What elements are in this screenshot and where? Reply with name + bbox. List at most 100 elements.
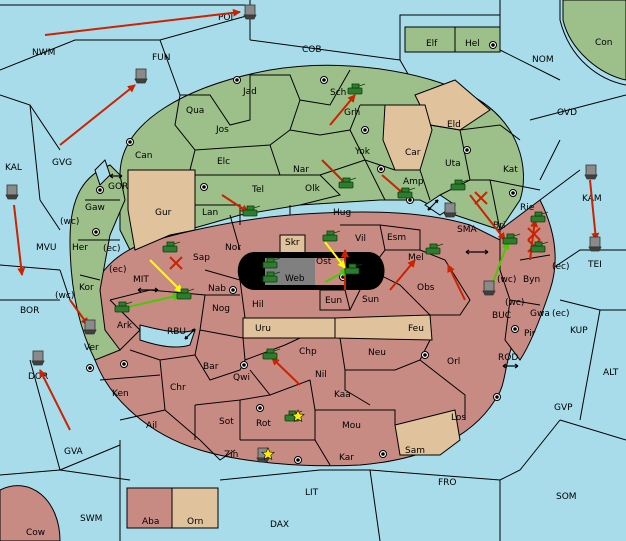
supply-center-icon xyxy=(463,146,471,154)
army-unit-icon xyxy=(176,288,195,300)
land-label-can: Can xyxy=(135,151,153,161)
land-label-chp: Chp xyxy=(299,347,317,357)
supply-center-icon xyxy=(96,186,104,194)
coast-label-kor-wc: (wc) xyxy=(55,291,74,301)
fleet-unit-icon xyxy=(31,350,45,366)
fleet-unit-icon xyxy=(482,280,496,296)
land-labels: Elf Hel Jad Qua Sch Grh Jos Eld Can Yok … xyxy=(72,39,550,527)
army-unit-icon xyxy=(397,187,416,199)
sea-label-gvg: GVG xyxy=(52,158,72,168)
land-label-ken: Ken xyxy=(112,389,129,399)
coast-label-gwa-ec: (ec) xyxy=(552,309,570,319)
sea-label-rbu: RBU xyxy=(167,327,186,337)
land-label-sot: Sot xyxy=(219,417,234,427)
sea-label-alt: ALT xyxy=(603,368,619,378)
land-label-nab: Nab xyxy=(208,284,226,294)
sea-label-fro: FRO xyxy=(438,478,457,488)
land-label-eld: Eld xyxy=(447,120,461,130)
land-label-rot: Rot xyxy=(256,419,271,429)
land-label-ark: Ark xyxy=(117,321,133,331)
land-label-kaa: Kaa xyxy=(334,390,351,400)
land-label-jad: Jad xyxy=(242,87,257,97)
land-label-byn: Byn xyxy=(523,275,540,285)
passage-gor-icon xyxy=(109,173,123,179)
sea-label-sma: SMA xyxy=(457,225,477,235)
sea-label-mit: MIT xyxy=(133,275,149,285)
south-province-borders xyxy=(99,224,551,466)
cross-icon xyxy=(169,256,183,270)
land-label-car: Car xyxy=(405,148,421,158)
land-label-hel: Hel xyxy=(465,39,480,49)
land-label-mel: Mel xyxy=(408,253,424,263)
land-label-elc: Elc xyxy=(217,157,230,167)
land-label-mou: Mou xyxy=(342,421,361,431)
land-label-skr: Skr xyxy=(285,238,300,248)
land-label-grh: Grh xyxy=(344,108,360,118)
sea-labels: POI NWM FUN COB NOM Con OVD KAL GVG GOR … xyxy=(5,13,619,538)
land-label-sun: Sun xyxy=(362,295,379,305)
army-unit-icon xyxy=(262,271,281,283)
land-label-nil: Nil xyxy=(315,370,327,380)
passage-markers xyxy=(109,173,519,369)
army-unit-icon xyxy=(322,230,341,242)
sea-label-nwm: NWM xyxy=(32,48,55,58)
supply-center-icon xyxy=(92,228,100,236)
sea-label-tei: TEI xyxy=(587,260,602,270)
land-label-vil: Vil xyxy=(355,234,366,244)
land-label-kor: Kor xyxy=(79,283,94,293)
sea-label-kup: KUP xyxy=(570,326,588,336)
land-label-hug: Hug xyxy=(333,208,351,218)
land-label-orn: Orn xyxy=(187,517,203,527)
fleet-unit-icon xyxy=(134,68,148,84)
land-label-obs: Obs xyxy=(417,283,435,293)
sea-label-bor: BOR xyxy=(20,306,39,316)
supply-center-icon xyxy=(240,361,248,369)
sea-label-ovd: OVD xyxy=(557,108,577,118)
sea-label-gor: GOR xyxy=(108,182,128,192)
land-label-nar: Nar xyxy=(293,165,309,175)
sea-label-nom: NOM xyxy=(532,55,554,65)
land-label-gaw: Gaw xyxy=(85,203,105,213)
army-unit-icon xyxy=(344,263,363,275)
army-unit-icon xyxy=(530,241,549,253)
army-unit-icon xyxy=(242,205,261,217)
coast-label-kor-ec: (ec) xyxy=(109,265,127,275)
army-unit-icon xyxy=(262,257,281,269)
passage-sma-icon xyxy=(427,199,439,211)
sea-label-mvu: MVU xyxy=(36,243,57,253)
supply-center-icon xyxy=(489,41,497,49)
neutral-provinces xyxy=(127,79,491,529)
land-label-kat: Kat xyxy=(503,165,518,175)
fleet-unit-icon xyxy=(5,184,19,200)
land-label-neu: Neu xyxy=(368,348,386,358)
supply-center-icon xyxy=(379,450,387,458)
passage-rbu-icon xyxy=(184,328,196,340)
supply-center-icon xyxy=(200,183,208,191)
land-label-gwa: Gwa xyxy=(530,309,550,319)
passage-bri-icon xyxy=(465,249,489,255)
land-label-nog: Nog xyxy=(212,304,230,314)
army-unit-icon xyxy=(530,211,549,223)
fleet-unit-icon xyxy=(584,164,598,180)
army-unit-icon xyxy=(347,83,366,95)
sea-label-rod: ROD xyxy=(498,353,518,363)
sea-label-som: SOM xyxy=(556,492,577,502)
supply-center-icon xyxy=(229,286,237,294)
land-label-lan: Lan xyxy=(202,208,218,218)
land-label-los: Los xyxy=(451,413,466,423)
star-icon xyxy=(291,409,305,423)
land-label-jos: Jos xyxy=(215,125,229,135)
fleet-unit-icon xyxy=(83,319,97,335)
land-label-web: Web xyxy=(285,274,305,284)
supply-center-icon xyxy=(256,404,264,412)
province-hel xyxy=(454,26,501,53)
passage-mit-icon xyxy=(137,287,159,293)
cross-icon xyxy=(527,227,541,241)
army-unit-icon xyxy=(114,301,133,313)
star-icon xyxy=(261,447,275,461)
land-label-feu: Feu xyxy=(408,324,424,334)
supply-center-icon xyxy=(511,325,519,333)
coast-labels: (wc) (ec) (ec) (wc) (wc) (ec) (wc) (ec) xyxy=(55,217,570,319)
land-label-gur: Gur xyxy=(155,208,172,218)
